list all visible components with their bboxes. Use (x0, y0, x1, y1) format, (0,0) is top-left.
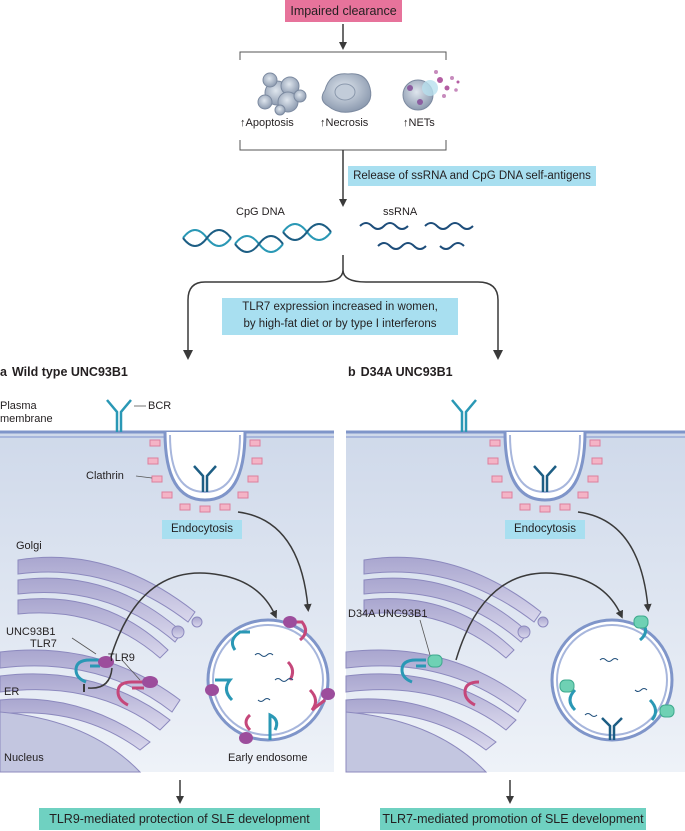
tlr7-label: TLR7 (30, 638, 57, 650)
bcr-internalized-icon (193, 465, 217, 492)
panel-b-letter: b (348, 365, 356, 379)
unc93b1-icon (98, 656, 114, 668)
ssrna-label: ssRNA (383, 206, 418, 218)
early-endosome-label: Early endosome (228, 752, 308, 764)
nets-icon (402, 70, 460, 111)
apoptosis-label: ↑Apoptosis (240, 117, 294, 129)
tlr7-b-icon (400, 658, 426, 684)
tlr7-icon (74, 658, 100, 684)
arrow-golgi-endosome-b (455, 572, 623, 661)
panel-a-title-text: Wild type UNC93B1 (11, 365, 128, 379)
ssrna-icon (359, 222, 474, 250)
necrosis-label: ↑Necrosis (320, 117, 369, 129)
endocytosis-a-box: Endocytosis (162, 520, 242, 539)
outcome-a-box: TLR9-mediated protection of SLE developm… (39, 808, 320, 830)
plasma-membrane-label: Plasma membrane (0, 400, 53, 426)
tlr7-expression-line1: TLR7 expression increased in women, (242, 301, 438, 313)
bcr-label: BCR (148, 400, 172, 412)
plasma-label-line1: Plasma (0, 400, 37, 412)
arrow-endocytosis-a (237, 511, 312, 612)
early-endosome-b (550, 615, 675, 742)
endocytosis-b-box: Endocytosis (505, 520, 585, 539)
unc93b1-label: UNC93B1 (6, 626, 56, 638)
unc93b1-tlr9-icon (142, 676, 158, 688)
d34a-unc93b1-icon (427, 654, 443, 668)
clathrin-label: Clathrin (86, 470, 124, 482)
bcr-icon (106, 399, 132, 432)
inhibition-line (87, 667, 113, 689)
er-a (0, 649, 181, 751)
d34a-unc93b1-label: D34A UNC93B1 (348, 608, 428, 620)
early-endosome-a (205, 616, 335, 744)
er-b (345, 649, 527, 751)
branch-lines (187, 255, 499, 352)
outcome-b-box: TLR7-mediated promotion of SLE developme… (380, 808, 646, 830)
cpg-dna-label: CpG DNA (236, 206, 285, 218)
impaired-clearance-box: Impaired clearance (285, 0, 402, 22)
nucleus-b (345, 711, 488, 773)
apoptosis-icon (257, 72, 307, 116)
tlr7-expression-line2: by high-fat diet or by type I interferon… (243, 318, 437, 330)
plasma-label-line2: membrane (0, 413, 53, 425)
release-box: Release of ssRNA and CpG DNA self-antige… (348, 166, 596, 186)
panel-a-letter: a (0, 365, 7, 379)
tlr9-b-icon (463, 680, 480, 707)
er-label: ER (4, 686, 20, 698)
tlr9-label: TLR9 (108, 652, 135, 664)
golgi-b (363, 556, 549, 659)
bcr-b-icon (451, 399, 477, 432)
golgi-a (17, 556, 203, 659)
necrosis-icon (321, 73, 372, 113)
bcr-b-internalized-icon (533, 465, 557, 492)
golgi-label: Golgi (16, 540, 42, 552)
nucleus-label: Nucleus (4, 752, 44, 764)
panel-b-title: b D34A UNC93B1 (348, 365, 453, 379)
tlr7-expression-box: TLR7 expression increased in women, by h… (222, 298, 458, 335)
arrow-endocytosis-b (577, 511, 652, 612)
nucleus-a (0, 711, 142, 773)
panel-b-title-text: D34A UNC93B1 (360, 365, 453, 379)
panel-a-title: a Wild type UNC93B1 (0, 365, 128, 379)
arrow-golgi-endosome-a (109, 572, 277, 661)
cpg-dna-icon (182, 223, 332, 253)
nets-label: ↑NETs (403, 117, 435, 129)
